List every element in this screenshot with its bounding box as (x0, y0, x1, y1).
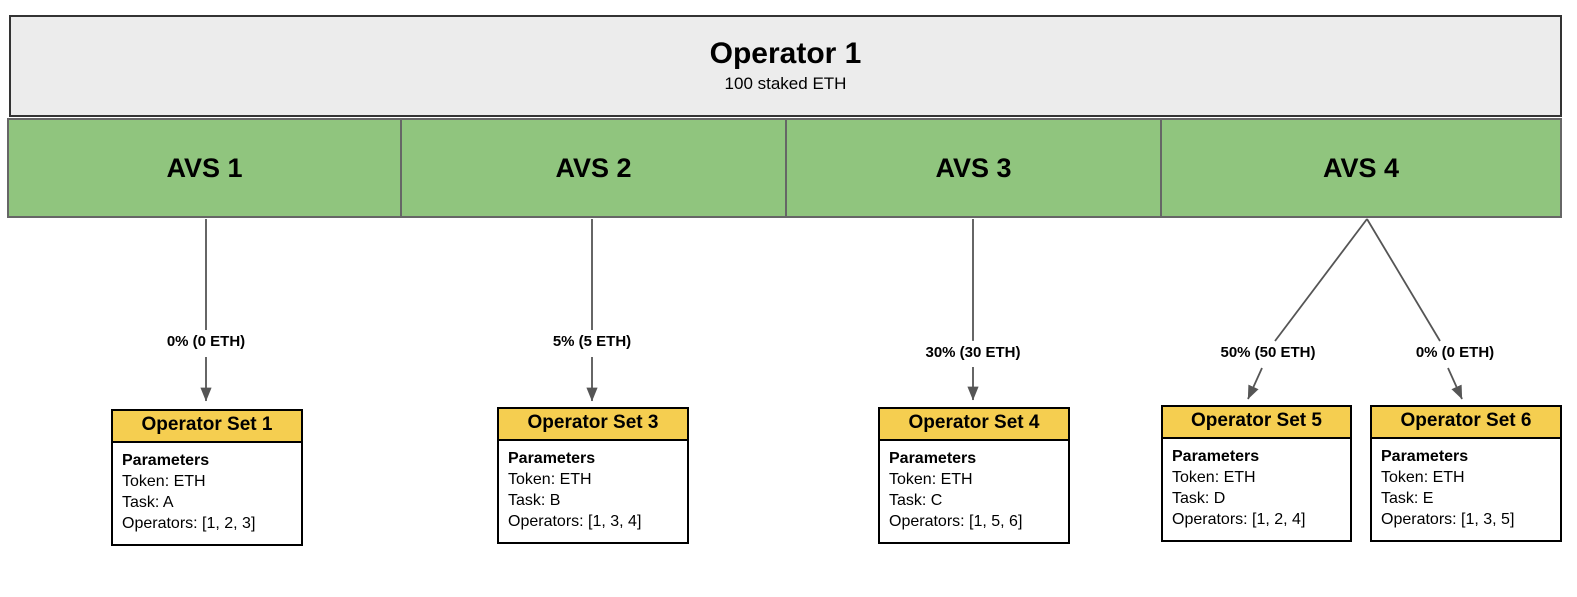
params-heading: Parameters (1172, 447, 1260, 465)
param-token: Token: ETH (1172, 469, 1256, 486)
param-token: Token: ETH (889, 471, 973, 488)
operator-set-6-title: Operator Set 6 (1372, 407, 1560, 439)
operator-set-3-body: Parameters Token: ETH Task: B Operators:… (499, 441, 687, 540)
edge-avs4-to-opset6 (1366, 218, 1463, 400)
edge-label-avs4-opset5: 50% (50 ETH) (1217, 344, 1319, 362)
edge-avs4-to-opset5 (1247, 218, 1368, 400)
param-task: Task: E (1381, 490, 1434, 508)
param-operators: Operators: [1, 3, 4] (508, 513, 642, 531)
param-task: Task: A (122, 494, 174, 512)
edge-label-avs4-opset6: 0% (0 ETH) (1412, 344, 1498, 362)
operator-set-card-3[interactable]: Operator Set 3 Parameters Token: ETH Tas… (497, 407, 689, 544)
param-task: Task: B (508, 492, 561, 510)
avs-node-2[interactable]: AVS 2 (400, 118, 787, 218)
operator-set-3-title: Operator Set 3 (499, 409, 687, 441)
operator-set-card-1[interactable]: Operator Set 1 Parameters Token: ETH Tas… (111, 409, 303, 546)
params-heading: Parameters (889, 449, 977, 467)
operator-set-5-title: Operator Set 5 (1163, 407, 1350, 439)
operator-node[interactable]: Operator 1 100 staked ETH (9, 15, 1562, 117)
param-token: Token: ETH (122, 473, 206, 490)
params-heading: Parameters (508, 449, 596, 467)
param-operators: Operators: [1, 3, 5] (1381, 511, 1515, 529)
param-operators: Operators: [1, 2, 3] (122, 515, 256, 533)
operator-set-1-body: Parameters Token: ETH Task: A Operators:… (113, 443, 301, 542)
operator-title: Operator 1 (709, 36, 862, 70)
params-heading: Parameters (1381, 447, 1469, 465)
operator-set-card-4[interactable]: Operator Set 4 Parameters Token: ETH Tas… (878, 407, 1070, 544)
operator-set-4-body: Parameters Token: ETH Task: C Operators:… (880, 441, 1068, 540)
param-token: Token: ETH (508, 471, 592, 488)
param-operators: Operators: [1, 5, 6] (889, 513, 1023, 531)
operator-set-6-body: Parameters Token: ETH Task: E Operators:… (1372, 439, 1560, 538)
param-operators: Operators: [1, 2, 4] (1172, 511, 1306, 529)
edge-label-avs2-opset3: 5% (5 ETH) (549, 333, 635, 351)
param-task: Task: C (889, 492, 943, 510)
params-heading: Parameters (122, 451, 210, 469)
operator-set-card-5[interactable]: Operator Set 5 Parameters Token: ETH Tas… (1161, 405, 1352, 542)
avs-node-1[interactable]: AVS 1 (7, 118, 402, 218)
operator-set-1-title: Operator Set 1 (113, 411, 301, 443)
operator-set-5-body: Parameters Token: ETH Task: D Operators:… (1163, 439, 1350, 538)
avs-node-4[interactable]: AVS 4 (1160, 118, 1562, 218)
operator-set-card-6[interactable]: Operator Set 6 Parameters Token: ETH Tas… (1370, 405, 1562, 542)
operator-set-4-title: Operator Set 4 (880, 409, 1068, 441)
edge-label-avs3-opset4: 30% (30 ETH) (922, 344, 1024, 362)
avs-node-3[interactable]: AVS 3 (785, 118, 1162, 218)
operator-stake-label: 100 staked ETH (724, 73, 847, 93)
param-task: Task: D (1172, 490, 1226, 508)
avs-row: AVS 1 AVS 2 AVS 3 AVS 4 (7, 118, 1564, 218)
param-token: Token: ETH (1381, 469, 1465, 486)
edge-label-avs1-opset1: 0% (0 ETH) (163, 333, 249, 351)
